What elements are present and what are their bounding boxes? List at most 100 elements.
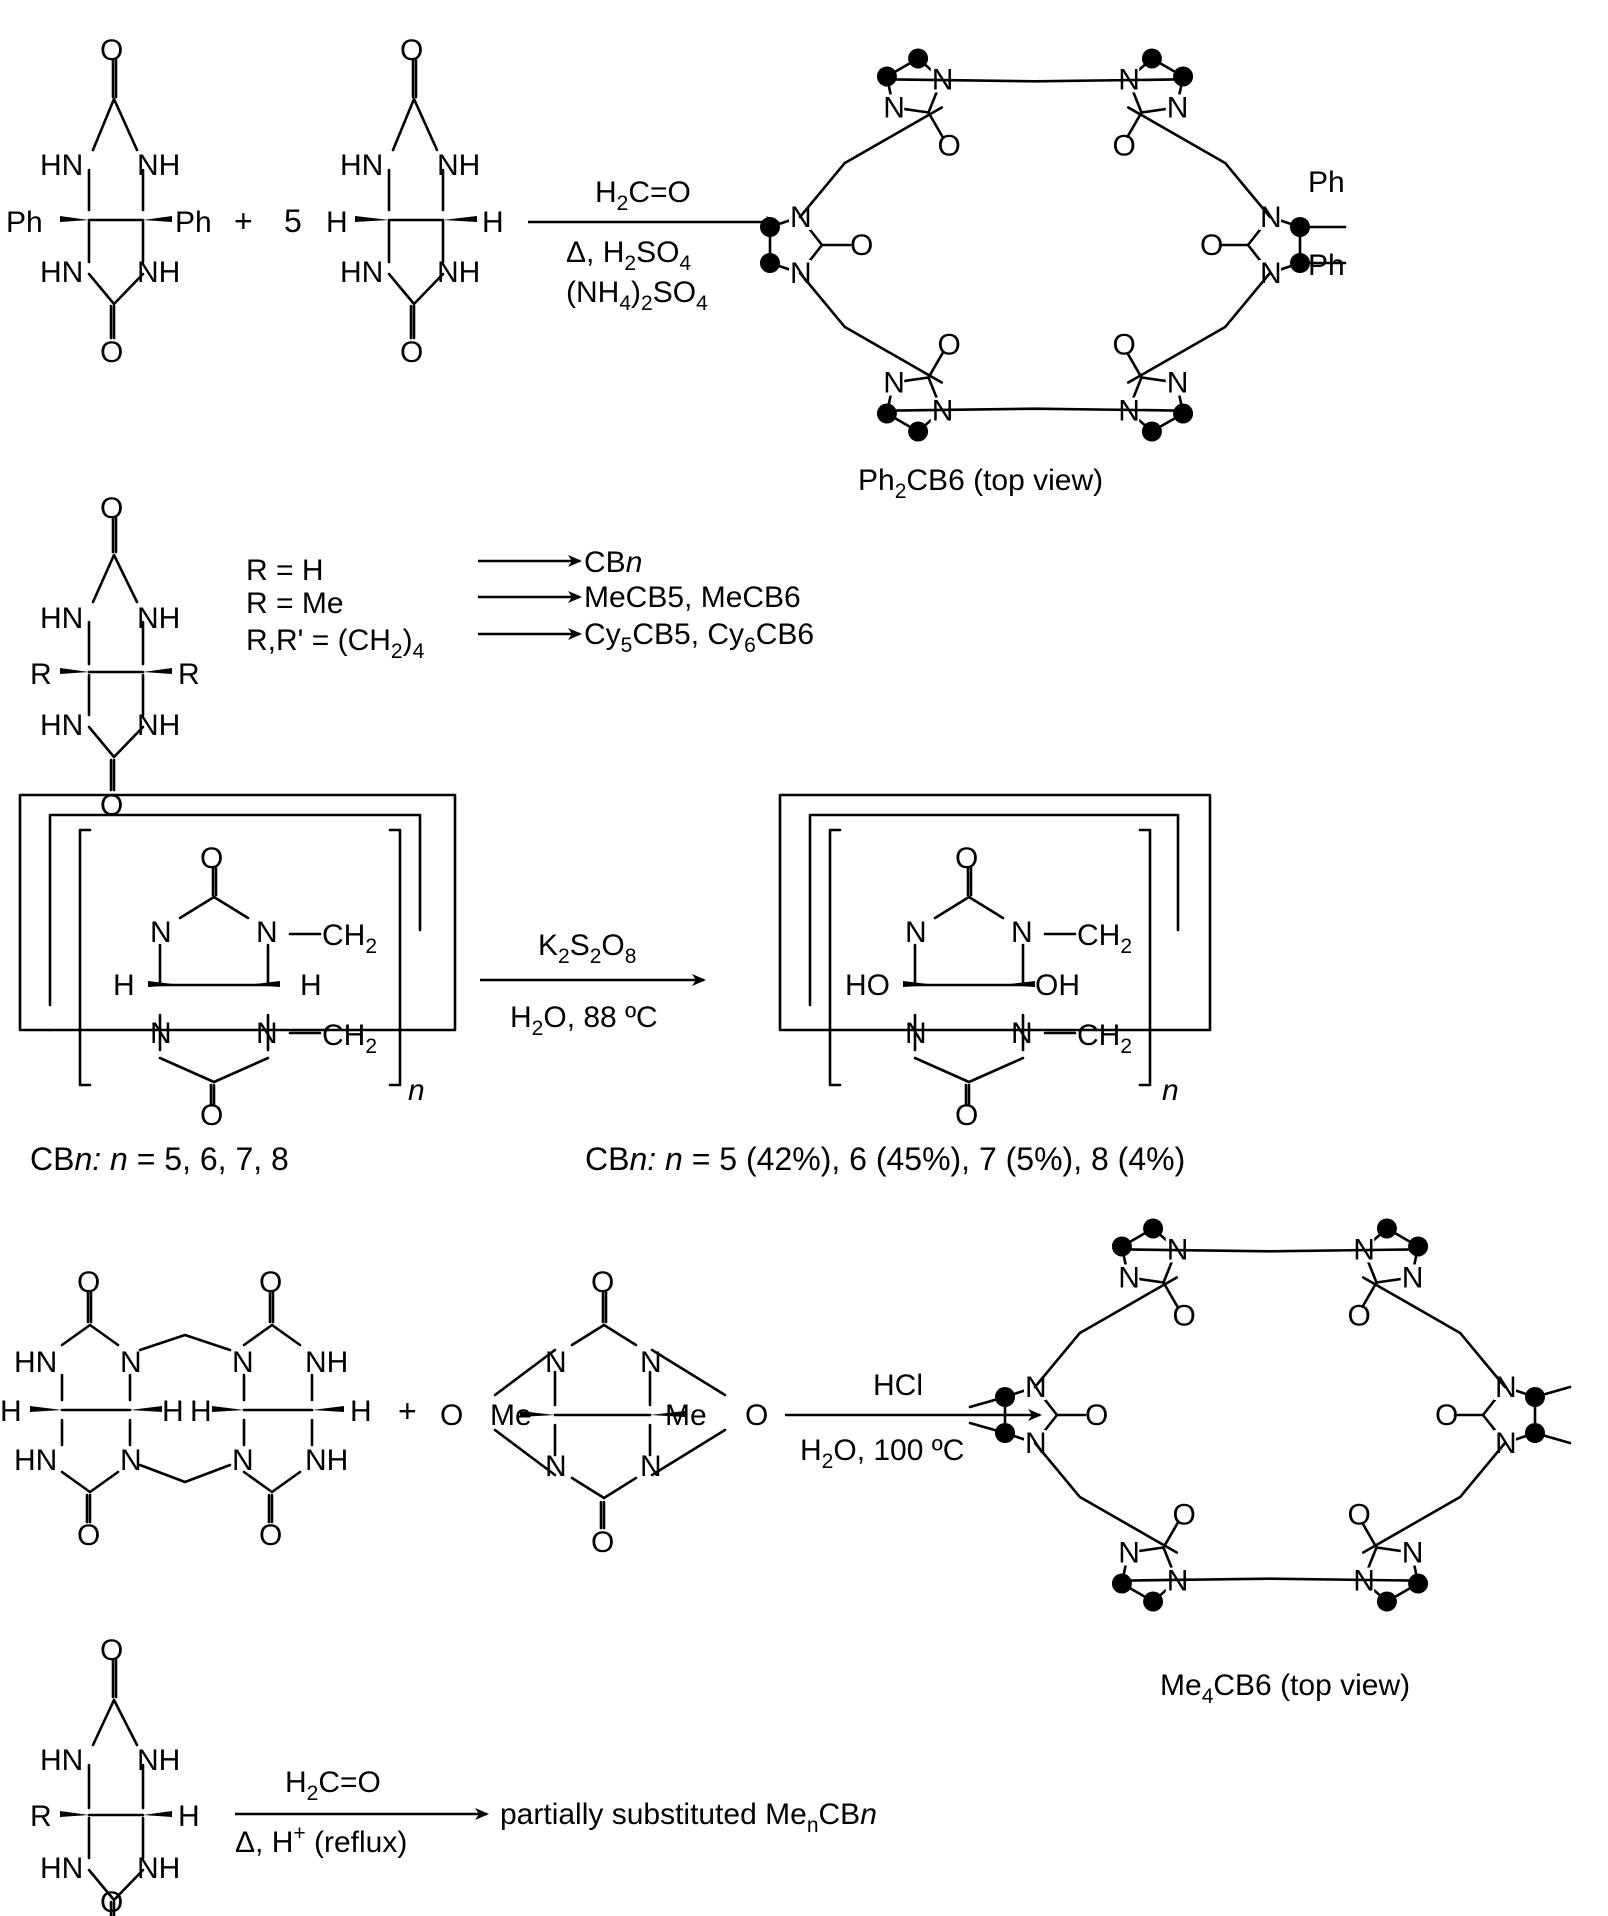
reagent-acid: Δ, H2SO4: [566, 236, 691, 275]
carbonyl-bond: [1162, 1281, 1179, 1309]
atom-o: O: [1348, 1499, 1371, 1532]
repeat-count-n: n: [1162, 1074, 1179, 1107]
bridgehead-carbon-dot: [1111, 1573, 1132, 1594]
atom-n: N: [545, 1346, 567, 1379]
atom-nh: NH: [137, 1852, 180, 1885]
condition-r-cyclohexyl: R,R' = (CH2)4: [246, 624, 425, 663]
reagent-hcl: HCl: [873, 1369, 923, 1402]
hydroxylated-cbn-repeat-unit: O N N CH2 HO OH N N CH2 O n: [778, 793, 1212, 1132]
atom-n: N: [545, 1450, 567, 1483]
product-partially-substituted: partially substituted MenCBn: [500, 1798, 877, 1837]
repeat-count-n: n: [408, 1074, 425, 1107]
methylene-bridge: [1126, 106, 1272, 219]
bridgehead-carbon-dot: [1408, 1573, 1429, 1594]
atom-o: O: [259, 1266, 282, 1299]
carbonyl-bond: [1126, 351, 1143, 379]
reagent-water-temp: H2O, 100 ºC: [800, 1434, 964, 1473]
carbonyl-bond: [1162, 1521, 1179, 1549]
atom-o: O: [77, 1519, 100, 1552]
carbonyl-bond: [1361, 1521, 1378, 1549]
phenyl-substituent: Ph: [1308, 249, 1345, 282]
atom-n: N: [256, 916, 278, 949]
carbonyl-bond: [1126, 111, 1143, 139]
scheme-1: O HN NH Ph Ph HN NH O + 5 O HN NH H H HN…: [6, 34, 1347, 503]
atom-n: N: [120, 1346, 142, 1379]
bridgehead-carbon-dot: [1111, 1236, 1132, 1257]
methylene: CH2: [322, 919, 377, 958]
atom-n: N: [640, 1346, 662, 1379]
atom-hn: HN: [14, 1444, 57, 1477]
bridgehead-carbon-dot: [1143, 1591, 1164, 1612]
atom-o: O: [1173, 1499, 1196, 1532]
atom-hn: HN: [40, 1744, 83, 1777]
bridgehead-carbon-dot: [760, 217, 780, 237]
substituent-r: R: [178, 658, 200, 691]
bridgehead-carbon-dot: [1173, 403, 1194, 424]
reagent-formaldehyde: H2C=O: [285, 1766, 381, 1805]
atom-h: H: [0, 1395, 22, 1428]
hydroxyl-group: OH: [1035, 969, 1080, 1002]
methyl-group: Me: [665, 1399, 707, 1432]
phenyl-right: Ph: [175, 206, 212, 239]
atom-o: O: [100, 492, 123, 525]
methylene-bridge: [798, 106, 944, 219]
cbn-caption-right: CBn: n = 5 (42%), 6 (45%), 7 (5%), 8 (4%…: [585, 1141, 1185, 1177]
atom-o: O: [400, 34, 423, 67]
atom-o: O: [591, 1526, 614, 1559]
methyl-bond: [968, 1421, 1007, 1435]
methylene-bridge: [1126, 1577, 1414, 1582]
atom-o: O: [1200, 229, 1223, 262]
atom-n: N: [1402, 1537, 1424, 1570]
atom-h: H: [300, 969, 322, 1002]
methylene-bridge: [1126, 1248, 1414, 1253]
atom-h: H: [113, 969, 135, 1002]
bridgehead-carbon-dot: [1141, 421, 1162, 442]
atom-o: O: [745, 1399, 768, 1432]
methylene-bridge: [891, 407, 1179, 412]
bis-glycoluril-dimer: O O HN N N NH H H H H HN N N NH O O: [0, 1266, 372, 1552]
bridgehead-carbon-dot: [908, 421, 929, 442]
atom-o: O: [850, 229, 873, 262]
atom-n: N: [905, 1017, 927, 1050]
stoichiometric-coefficient: 5: [284, 203, 302, 239]
atom-n: N: [1118, 1537, 1140, 1570]
atom-o: O: [77, 1266, 100, 1299]
bridgehead-carbon-dot: [908, 48, 929, 69]
bridgehead-carbon-dot: [1173, 66, 1194, 87]
atom-hn: HN: [40, 256, 83, 289]
methylene: CH2: [322, 1019, 377, 1058]
bridgehead-carbon-dot: [1141, 48, 1162, 69]
atom-o: O: [938, 329, 961, 362]
methylene-bridge: [1361, 1441, 1507, 1554]
atom-n: N: [150, 1017, 172, 1050]
atom-nh: NH: [437, 256, 480, 289]
methyl-bond: [968, 1395, 1007, 1409]
carbonyl-bond: [927, 111, 944, 139]
scheme-2: O HN NH R R HN NH O R = H R = Me R,R' = …: [30, 492, 814, 822]
atom-n: N: [883, 91, 905, 124]
plus-sign: +: [398, 1393, 417, 1429]
atom-o: O: [259, 1519, 282, 1552]
carbonyl-bond: [927, 351, 944, 379]
atom-hn: HN: [340, 256, 383, 289]
diphenylglycoluril-structure: O HN NH Ph Ph HN NH O: [6, 34, 212, 369]
condition-r-h: R = H: [246, 554, 324, 587]
atom-n: N: [1402, 1261, 1424, 1294]
phenyl-substituent: Ph: [1308, 166, 1345, 199]
atom-n: N: [883, 367, 905, 400]
bridgehead-carbon-dot: [1143, 1218, 1164, 1239]
bridgehead-carbon-dot: [1376, 1591, 1397, 1612]
atom-o: O: [938, 129, 961, 162]
atom-nh: NH: [137, 709, 180, 742]
atom-hn: HN: [340, 149, 383, 182]
glycoluril-structure: O HN NH H H HN NH O: [326, 34, 504, 369]
product-cycb: Cy5CB5, Cy6CB6: [584, 618, 814, 657]
bridgehead-carbon-dot: [876, 66, 897, 87]
atom-o: O: [1173, 1299, 1196, 1332]
atom-n: N: [232, 1444, 254, 1477]
atom-hn: HN: [40, 602, 83, 635]
atom-h: H: [162, 1395, 184, 1428]
